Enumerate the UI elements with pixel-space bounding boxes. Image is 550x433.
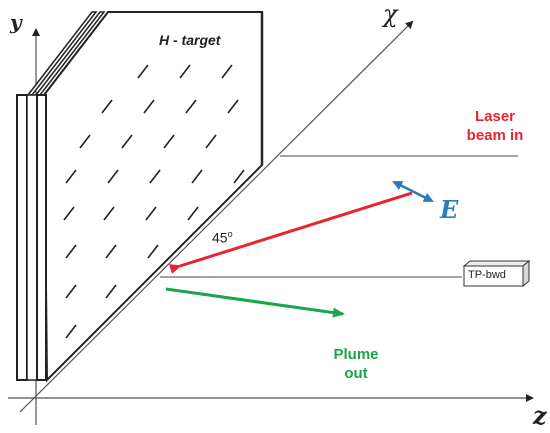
laser-beam-arrow [168, 191, 413, 274]
hatch-stroke [163, 134, 175, 149]
laser-label: Laser beam in [460, 107, 530, 145]
e-field-label: E [440, 195, 459, 224]
detector-label: TP-bwd [468, 269, 506, 281]
laser-label-line2: beam in [466, 127, 524, 144]
y-axis-label: y [10, 10, 22, 34]
target-label: H - target [159, 32, 221, 48]
plume-label: Plume out [318, 345, 394, 383]
plume-label-line2: out [344, 365, 368, 382]
hatch-stroke [187, 206, 199, 221]
hatch-stroke [105, 244, 117, 259]
hatch-stroke [79, 134, 91, 149]
hatch-stroke [143, 99, 155, 114]
hatch-stroke [65, 244, 77, 259]
target-plate [16, 11, 264, 383]
hatch-stroke [233, 169, 245, 184]
hatch-stroke [149, 169, 161, 184]
hatch-stroke [147, 244, 159, 259]
hatch-stroke [103, 206, 115, 221]
e-field-arrow [392, 180, 434, 203]
hatch-stroke [205, 134, 217, 149]
hatch-stroke [105, 284, 117, 299]
chi-axis [19, 20, 414, 413]
hatch-stroke [63, 206, 75, 221]
z-axis-label: z [533, 401, 547, 430]
detector-box [462, 259, 531, 288]
angle-value: 45 [212, 229, 228, 246]
hatch-stroke [145, 206, 157, 221]
hatch-stroke [65, 169, 77, 184]
hatch-stroke [137, 64, 149, 79]
hatch-stroke [227, 99, 239, 114]
hatch-stroke [101, 99, 113, 114]
angle-label: 45o [212, 230, 233, 245]
plume-label-line1: Plume [333, 346, 379, 363]
hatch-stroke [65, 324, 77, 339]
laser-label-line1: Laser [474, 108, 516, 125]
hatch-stroke [179, 64, 191, 79]
hatch-stroke [65, 284, 77, 299]
hatch-stroke [221, 64, 233, 79]
plume-arrow [165, 287, 345, 318]
chi-axis-label: χ [383, 0, 398, 28]
hatch-stroke [107, 169, 119, 184]
hatch-stroke [185, 99, 197, 114]
hatch-stroke [191, 169, 203, 184]
target-hatching [63, 64, 245, 339]
angle-unit: o [227, 229, 233, 239]
hatch-stroke [121, 134, 133, 149]
